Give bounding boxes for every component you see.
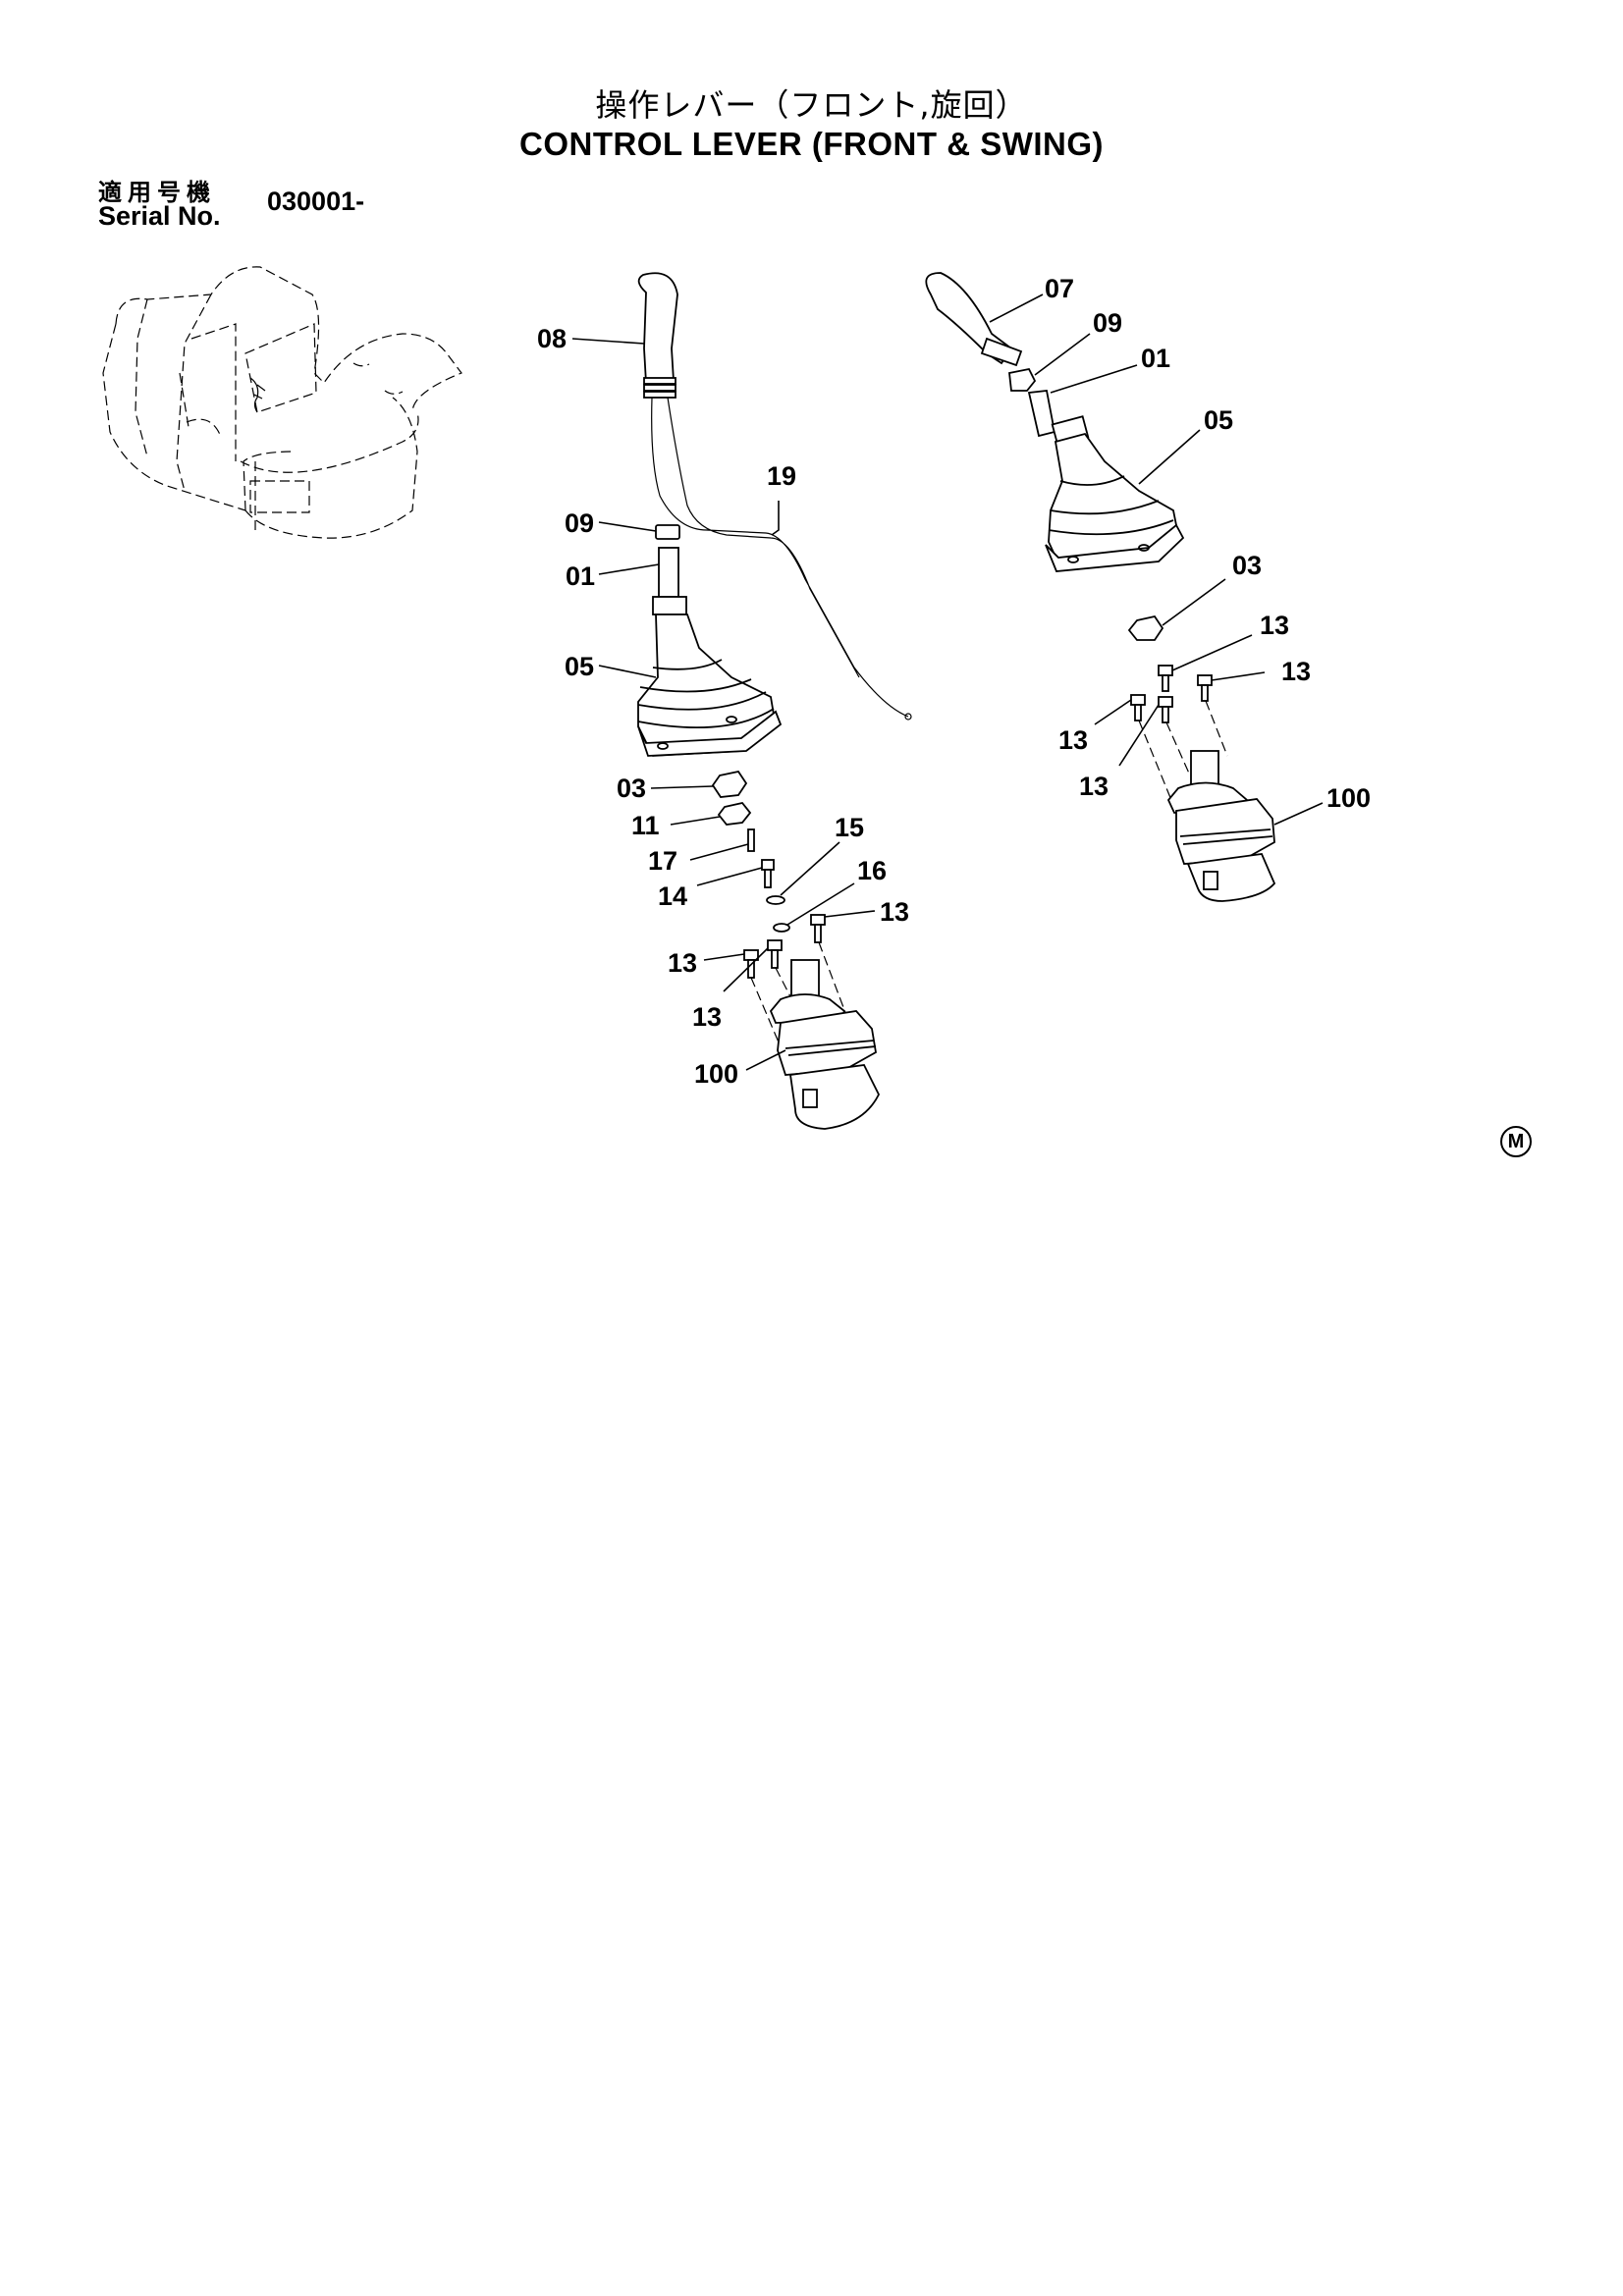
page-title-english: CONTROL LEVER (FRONT & SWING) xyxy=(518,126,1105,162)
shaft-01-part xyxy=(658,547,679,598)
serial-label-english: Serial No. xyxy=(98,201,221,231)
callout-left-01: 01 xyxy=(566,561,595,591)
nut-11-part xyxy=(717,801,752,826)
callout-left-13b: 13 xyxy=(668,948,697,978)
nut-03-left xyxy=(711,770,748,798)
serial-label-japanese: 適用号機 xyxy=(98,179,216,206)
callout-left-17: 17 xyxy=(648,846,677,876)
callout-left-13a: 13 xyxy=(880,897,909,927)
callout-left-16: 16 xyxy=(857,856,887,885)
callout-left-15: 15 xyxy=(835,813,864,842)
boot-05-right xyxy=(1045,415,1185,572)
wire-harness-19 xyxy=(651,397,909,718)
left-lever-assembly xyxy=(637,272,912,1130)
leader-lines xyxy=(571,294,1324,1071)
callout-right-07: 07 xyxy=(1045,274,1074,303)
callout-left-19: 19 xyxy=(767,461,796,491)
callout-right-09: 09 xyxy=(1093,308,1122,338)
serial-number-value: 030001- xyxy=(267,187,365,216)
shaft-01-right xyxy=(1027,390,1056,438)
pilot-valve-100-left xyxy=(769,959,881,1130)
callout-right-05: 05 xyxy=(1204,405,1233,435)
callout-right-03: 03 xyxy=(1232,551,1262,580)
callout-left-11: 11 xyxy=(631,811,660,840)
nut-09-right xyxy=(1008,367,1037,392)
excavator-cab-thumbnail xyxy=(102,266,462,539)
boot-05-part xyxy=(637,596,783,757)
callout-right-01: 01 xyxy=(1141,344,1170,373)
callout-right-100: 100 xyxy=(1326,783,1371,813)
callout-right-13b: 13 xyxy=(1281,657,1311,686)
pin-17-part xyxy=(747,828,755,852)
nut-03-right xyxy=(1127,614,1164,641)
nut-09-part xyxy=(655,524,680,540)
bolt-14-part xyxy=(761,859,775,888)
callout-right-13d: 13 xyxy=(1079,772,1109,801)
bolts-13-right xyxy=(1130,665,1213,723)
callout-labels: 08 19 09 01 05 03 11 17 15 14 16 13 13 1… xyxy=(537,274,1371,1089)
callout-left-03: 03 xyxy=(617,774,646,803)
callout-left-09: 09 xyxy=(565,508,594,538)
grip-08-part xyxy=(637,272,678,399)
callout-left-05: 05 xyxy=(565,652,594,681)
bolts-13-left xyxy=(743,914,826,979)
right-lever-assembly xyxy=(925,272,1276,902)
callout-left-13c: 13 xyxy=(692,1002,722,1032)
page-title-japanese: 操作レバー（フロント,旋回） xyxy=(595,86,1028,124)
callout-left-14: 14 xyxy=(658,881,687,911)
washer-15-part xyxy=(766,895,785,905)
callout-left-100: 100 xyxy=(694,1059,738,1089)
revision-mark: M xyxy=(1500,1126,1532,1157)
callout-right-13a: 13 xyxy=(1260,611,1289,640)
pilot-valve-100-right xyxy=(1166,750,1276,902)
washer-16-part xyxy=(773,923,790,933)
grip-07-part xyxy=(925,272,1023,367)
callout-left-08: 08 xyxy=(537,324,567,353)
callout-right-13c: 13 xyxy=(1058,725,1088,755)
